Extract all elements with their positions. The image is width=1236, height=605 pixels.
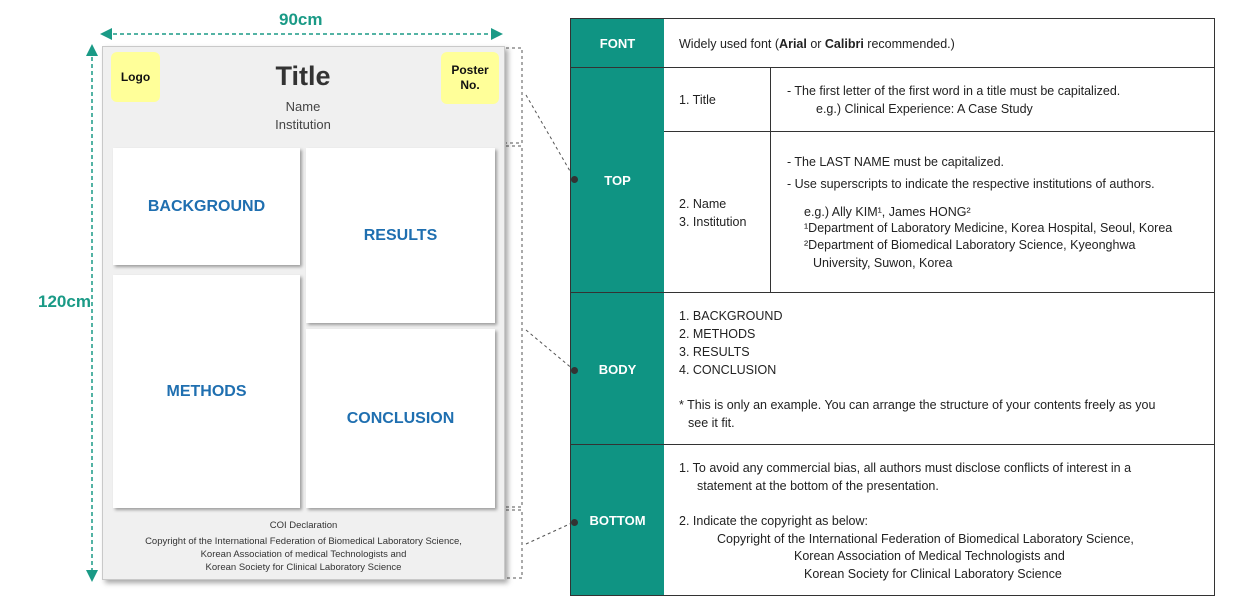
title-item: 1. Title: [679, 93, 716, 107]
font-calibri: Calibri: [824, 37, 864, 51]
row-divider: [571, 67, 1214, 68]
section-brackets: [506, 47, 575, 579]
body-item-1: 1. BACKGROUND: [679, 309, 783, 323]
top-connector-dot: [571, 176, 578, 183]
bottom-connector-dot: [571, 519, 578, 526]
bottom-copyright-3: Korean Society for Clinical Laboratory S…: [804, 567, 1062, 581]
poster-institution: Institution: [275, 117, 331, 132]
font-text-pre: Widely used font (: [679, 37, 780, 51]
font-guideline: Widely used font (Arial or Calibri recom…: [679, 35, 955, 53]
name-rule-2: - Use superscripts to indicate the respe…: [787, 177, 1155, 191]
conclusion-section: CONCLUSION: [306, 329, 495, 508]
poster-title: Title: [275, 61, 331, 91]
title-example: e.g.) Clinical Experience: A Case Study: [816, 102, 1033, 116]
poster-name: Name: [285, 99, 321, 114]
example-affiliation-2b: University, Suwon, Korea: [813, 256, 953, 270]
poster-no-line2: No.: [460, 78, 480, 92]
row-divider: [571, 292, 1214, 293]
example-authors: e.g.) Ally KIM¹, James HONG²: [804, 205, 971, 219]
methods-section: METHODS: [113, 275, 300, 508]
top-category: TOP: [571, 68, 664, 293]
bottom-copyright-1: Copyright of the International Federatio…: [717, 532, 1134, 546]
logo-placeholder: Logo: [111, 52, 160, 102]
width-label: 90cm: [279, 10, 323, 29]
bottom-rule-1b: statement at the bottom of the presentat…: [697, 479, 939, 493]
poster-layout: Logo Poster No. Title Name Institution B…: [102, 46, 505, 580]
coi-declaration: COI Declaration: [269, 520, 338, 531]
body-category-label: BODY: [598, 361, 637, 377]
top-category-label: TOP: [604, 173, 631, 188]
body-note-line2: see it fit.: [688, 416, 735, 430]
guideline-table: FONT TOP BODY BOTTOM Widely used font (A…: [570, 18, 1215, 596]
poster-footer: COI Declaration Copyright of the Interna…: [103, 519, 504, 574]
footer-copyright-line2: Korean Association of medical Technologi…: [200, 549, 407, 560]
body-connector-dot: [571, 367, 578, 374]
example-affiliation-2: ²Department of Biomedical Laboratory Sci…: [804, 238, 1136, 252]
poster-no-line1: Poster: [451, 63, 489, 77]
body-item-4: 4. CONCLUSION: [679, 363, 777, 377]
bottom-copyright-2: Korean Association of Medical Technologi…: [794, 549, 1065, 563]
example-affiliation-1: ¹Department of Laboratory Medicine, Kore…: [804, 221, 1173, 235]
institution-item: 3. Institution: [679, 215, 747, 229]
name-rule-1: - The LAST NAME must be capitalized.: [787, 155, 1004, 169]
body-item-3: 3. RESULTS: [679, 345, 750, 359]
title-rule: - The first letter of the first word in …: [787, 84, 1121, 98]
body-item-2: 2. METHODS: [679, 327, 756, 341]
row-divider: [571, 444, 1214, 445]
body-note-line1: * This is only an example. You can arran…: [679, 398, 1156, 412]
row-divider: [664, 131, 1214, 132]
bottom-rule-2: 2. Indicate the copyright as below:: [679, 514, 869, 528]
font-or: or: [806, 37, 825, 51]
font-arial: Arial: [779, 37, 807, 51]
results-section: RESULTS: [306, 148, 495, 323]
font-category-label: FONT: [599, 36, 636, 51]
font-text-post: recommended.): [863, 37, 955, 51]
column-divider: [770, 68, 771, 292]
bottom-category: BOTTOM: [571, 445, 664, 595]
background-section: BACKGROUND: [113, 148, 300, 265]
name-item: 2. Name: [679, 197, 727, 211]
footer-copyright-line1: Copyright of the International Federatio…: [145, 536, 462, 547]
footer-copyright-line3: Korean Society for Clinical Laboratory S…: [205, 562, 402, 573]
logo-label: Logo: [120, 69, 151, 84]
poster-number-placeholder: Poster No.: [441, 52, 499, 104]
bottom-rule-1a: 1. To avoid any commercial bias, all aut…: [679, 461, 1132, 475]
font-category: FONT: [571, 19, 664, 68]
height-label: 120cm: [38, 292, 91, 311]
body-category: BODY: [571, 293, 664, 445]
bottom-category-label: BOTTOM: [589, 512, 646, 528]
